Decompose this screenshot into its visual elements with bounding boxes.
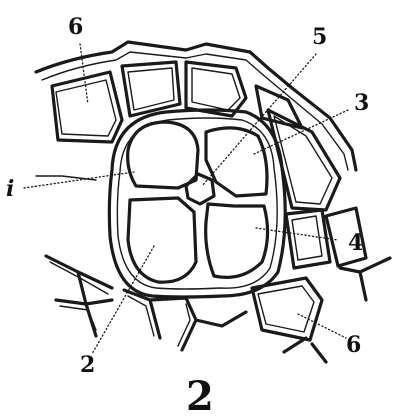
cell-2-wall	[128, 198, 196, 282]
cell-top-3-inner	[192, 68, 240, 110]
cell-top-2-inner	[128, 68, 174, 110]
wall-left-stub	[36, 176, 96, 180]
cell-upper-left-wall	[52, 72, 122, 142]
cell-right-mid-inner	[292, 216, 322, 260]
outer-cell-walls	[36, 42, 390, 362]
wall-bottom-right-branch	[284, 258, 390, 362]
wall-bottom-left-branch	[46, 256, 112, 336]
cell-right-mid-wall	[286, 210, 330, 268]
label-4: 4	[348, 230, 363, 256]
figure-number: 2	[186, 373, 214, 417]
inner-cell-cluster	[109, 110, 285, 297]
leader-6-upper	[80, 44, 88, 104]
cell-upper-left-inner	[56, 80, 116, 136]
leader-6-lower	[298, 314, 346, 338]
wall-bottom-mid-branch	[124, 290, 246, 350]
label-i: i	[6, 176, 14, 202]
outer-wall-top	[36, 42, 356, 170]
label-2: 2	[80, 352, 95, 378]
label-5: 5	[312, 24, 327, 50]
central-cell-wall	[186, 174, 214, 204]
label-6-upper: 6	[68, 14, 83, 40]
cell-i-wall	[128, 122, 198, 188]
label-3: 3	[354, 90, 369, 116]
cell-3-wall	[206, 128, 267, 196]
cell-4-wall	[206, 204, 268, 277]
cell-lower-right-inner	[258, 286, 314, 332]
cell-right-upper-wall	[268, 110, 340, 210]
leader-i	[24, 172, 134, 188]
leader-2	[92, 246, 154, 354]
label-6-lower: 6	[346, 332, 361, 358]
